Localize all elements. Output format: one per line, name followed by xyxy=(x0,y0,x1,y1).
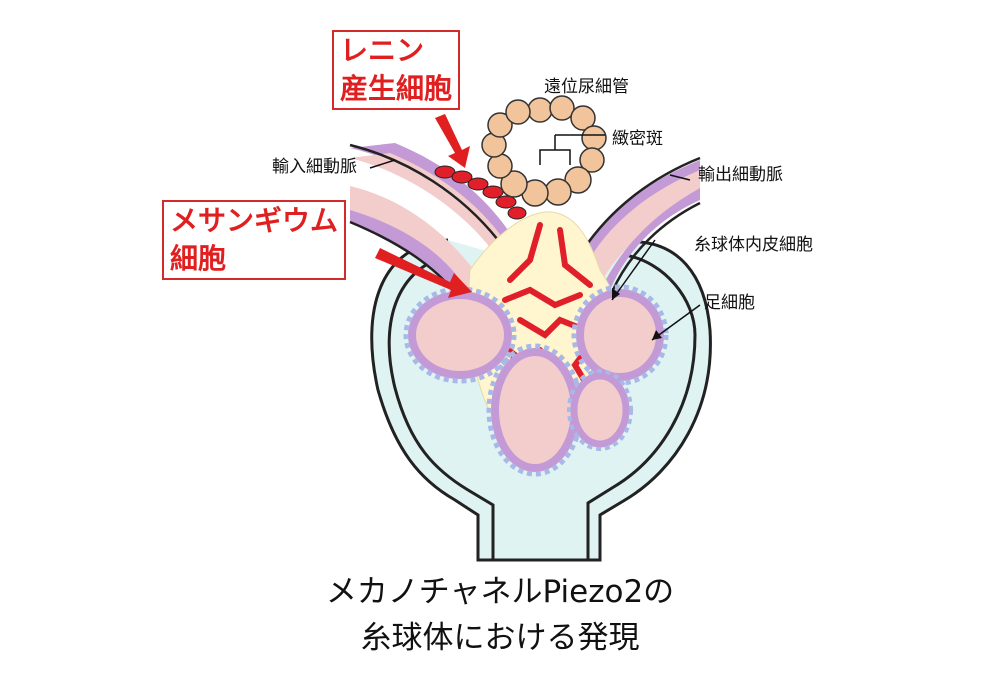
glomerular-endothelial-label: 糸球体内皮細胞 xyxy=(694,235,813,255)
red-arrows xyxy=(375,114,472,298)
renin-label-line2: 産生細胞 xyxy=(340,72,453,105)
distal-tubule xyxy=(481,95,607,207)
caption-line1: メカノチャネルPiezo2の xyxy=(325,574,675,610)
macula-densa-label: 緻密斑 xyxy=(612,129,663,149)
renin-label-line1: レニン xyxy=(340,34,425,67)
mesangial-label-line2: 細胞 xyxy=(170,242,227,275)
pointer-arrowheads xyxy=(612,288,662,340)
efferent-arteriole xyxy=(575,156,701,296)
caption-line2: 糸球体における発現 xyxy=(360,620,640,656)
renin-cells xyxy=(434,165,527,220)
pointer-lines xyxy=(369,134,701,341)
afferent-arteriole-label: 輸入細動脈 xyxy=(272,157,357,177)
capillary-loops xyxy=(403,284,669,477)
mesangial-label-line1: メサンギウム xyxy=(170,204,339,237)
efferent-arteriole-label: 輸出細動脈 xyxy=(698,165,783,185)
renin-cell-label: レニン 産生細胞 xyxy=(332,30,461,110)
mesangial-cell-label: メサンギウム 細胞 xyxy=(162,200,347,280)
podocyte-label: 足細胞 xyxy=(704,293,755,313)
distal-tubule-label: 遠位尿細管 xyxy=(544,77,629,97)
